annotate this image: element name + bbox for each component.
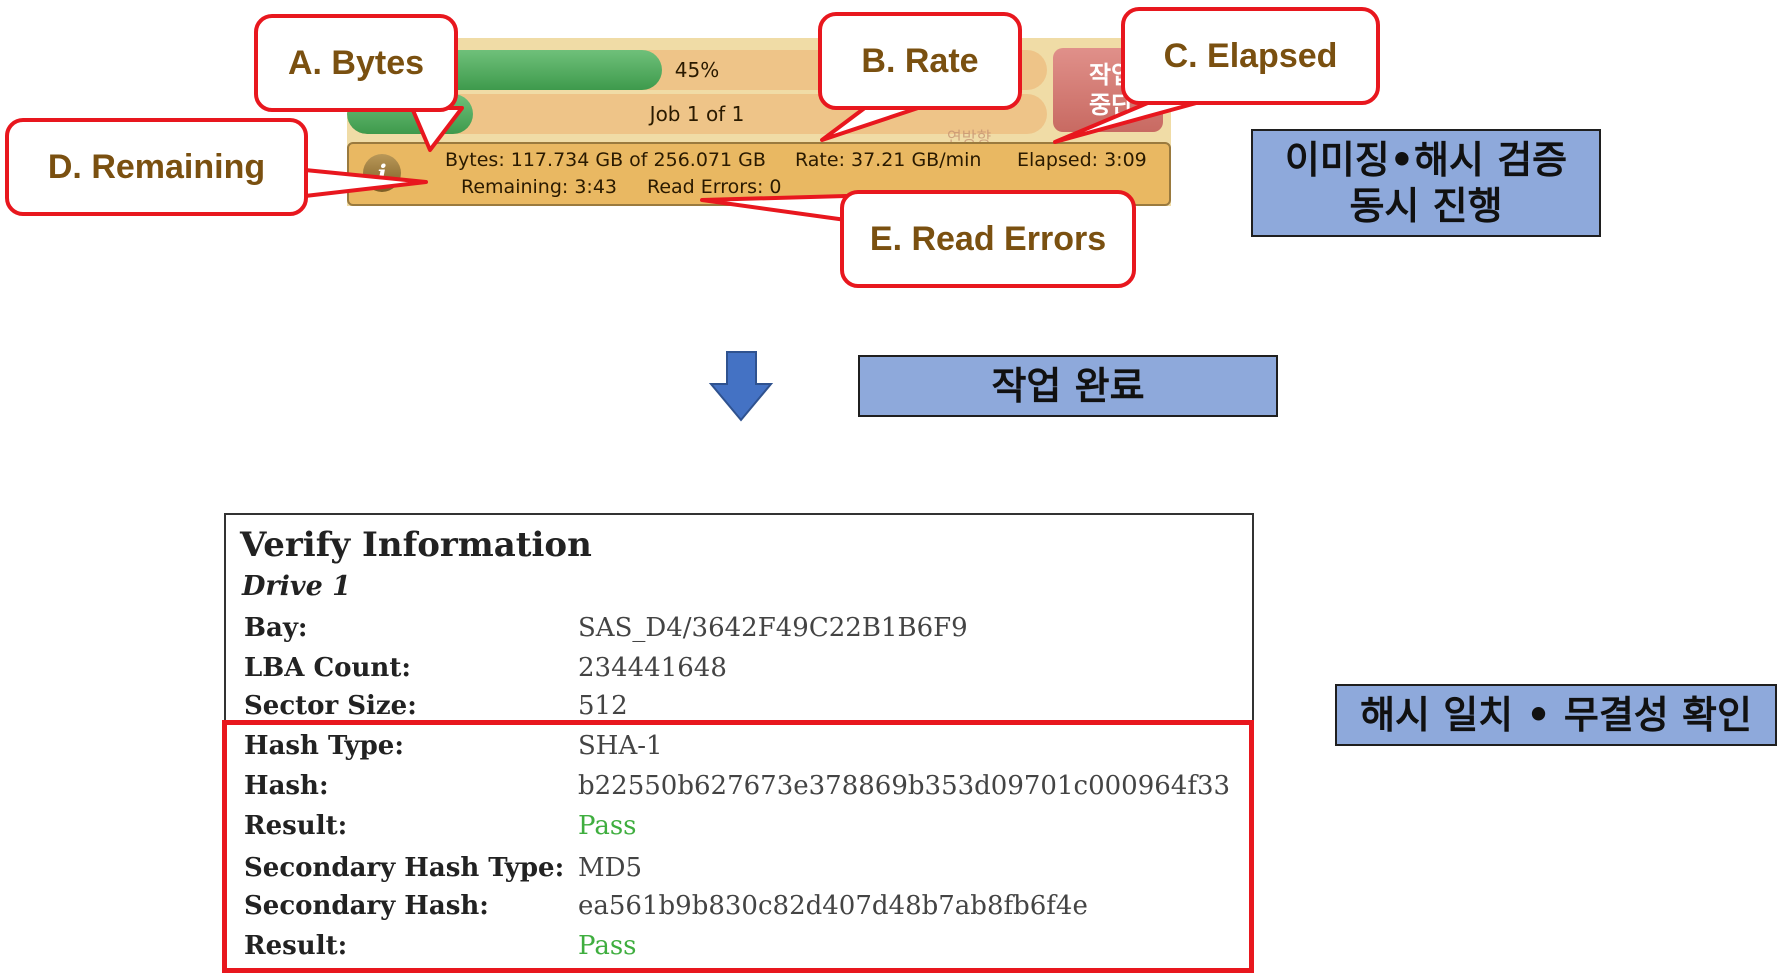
secondary-result-value: Pass: [578, 931, 637, 961]
sector-size-label: Sector Size:: [244, 691, 417, 721]
sector-size-value: 512: [578, 691, 628, 721]
progress-percent-label: 45%: [674, 58, 720, 82]
verify-drive-label: Drive 1: [242, 571, 351, 602]
read-errors-stat: Read Errors: 0: [647, 176, 782, 198]
rate-stat: Rate: 37.21 GB/min: [795, 149, 982, 171]
callout-remaining: D. Remaining: [5, 118, 308, 216]
verify-title: Verify Information: [240, 525, 592, 565]
callout-elapsed: C. Elapsed: [1121, 7, 1380, 105]
hash-type-value: SHA-1: [578, 731, 663, 761]
result-value: Pass: [578, 811, 637, 841]
note-simultaneous-imaging-hash: 이미징•해시 검증 동시 진행: [1251, 129, 1601, 237]
remaining-stat: Remaining: 3:43: [461, 176, 617, 198]
secondary-hash-value: ea561b9b830c82d407d48b7ab8fb6f4e: [578, 891, 1088, 921]
result-label: Result:: [244, 811, 348, 841]
pointer-read-errors: [700, 194, 848, 222]
secondary-hash-label: Secondary Hash:: [244, 891, 489, 921]
callout-bytes: A. Bytes: [254, 14, 458, 112]
secondary-hash-type-label: Secondary Hash Type:: [244, 853, 565, 883]
down-arrow-icon: [708, 351, 774, 422]
pointer-bytes: [410, 106, 464, 152]
job-label: Job 1 of 1: [649, 102, 745, 126]
pointer-elapsed: [1053, 100, 1202, 144]
verify-information-panel: Verify Information Drive 1 Bay: SAS_D4/3…: [224, 513, 1254, 973]
pointer-remaining: [303, 168, 428, 198]
secondary-hash-type-value: MD5: [578, 853, 643, 883]
lba-count-label: LBA Count:: [244, 653, 411, 683]
hash-value: b22550b627673e378869b353d09701c000964f33: [578, 771, 1231, 801]
bay-label: Bay:: [244, 613, 308, 643]
callout-read-errors: E. Read Errors: [840, 190, 1136, 288]
lba-count-value: 234441648: [578, 653, 727, 683]
bay-value: SAS_D4/3642F49C22B1B6F9: [578, 613, 968, 643]
secondary-result-label: Result:: [244, 931, 348, 961]
note-simultaneous-line1: 이미징•해시 검증: [1284, 138, 1568, 182]
hash-label: Hash:: [244, 771, 329, 801]
note-hash-match: 해시 일치 • 무결성 확인: [1335, 684, 1777, 746]
job-stats-strip: i Bytes: 117.734 GB of 256.071 GB Rate: …: [347, 142, 1171, 206]
callout-rate: B. Rate: [818, 12, 1022, 110]
hash-type-label: Hash Type:: [244, 731, 404, 761]
elapsed-stat: Elapsed: 3:09: [1017, 149, 1147, 171]
note-job-complete: 작업 완료: [858, 355, 1278, 417]
hash-results-highlight: [222, 720, 1254, 973]
note-simultaneous-line2: 동시 진행: [1349, 184, 1503, 228]
bytes-stat: Bytes: 117.734 GB of 256.071 GB: [445, 149, 766, 171]
